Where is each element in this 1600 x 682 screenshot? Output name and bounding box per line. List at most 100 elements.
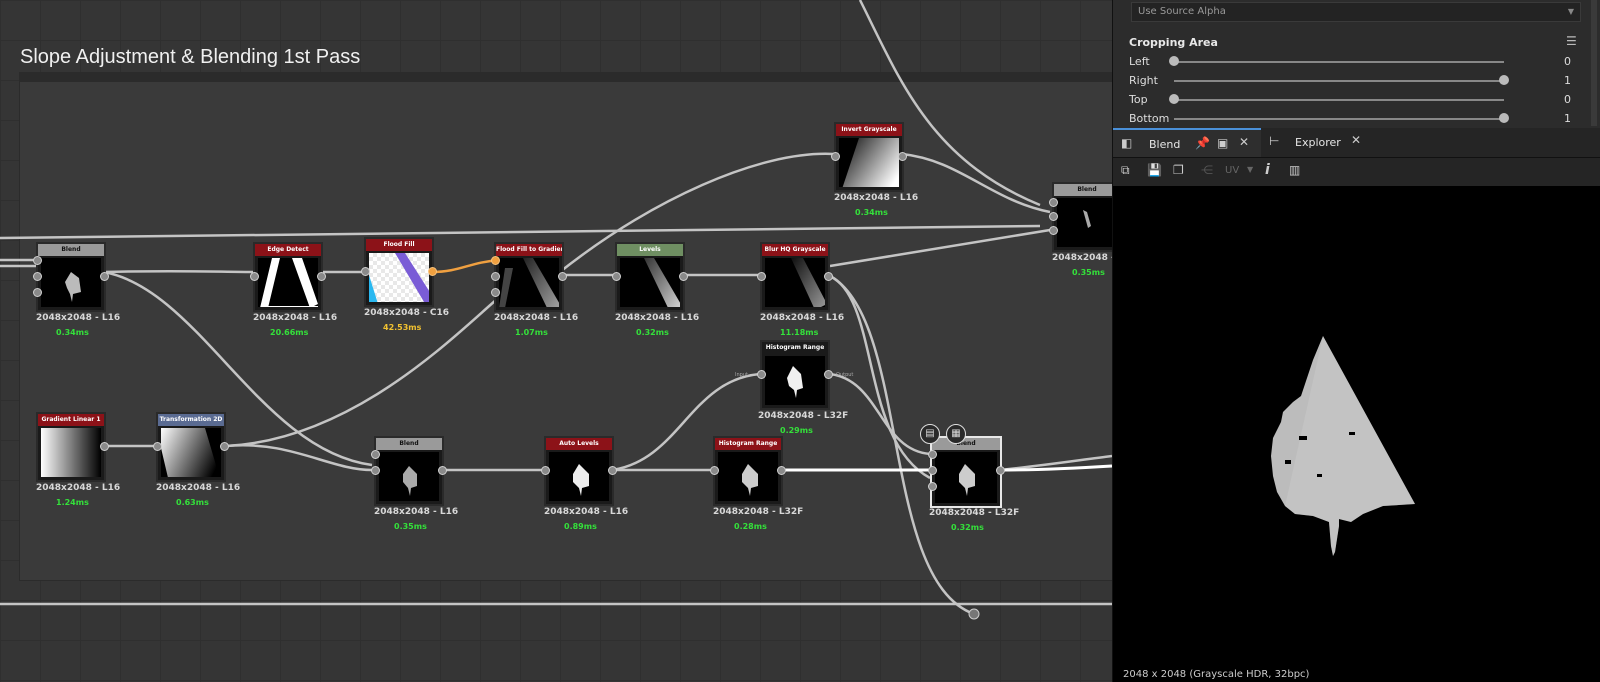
node-input-port[interactable] bbox=[371, 450, 380, 459]
node-input-port[interactable] bbox=[928, 482, 937, 491]
crop-value: 0 bbox=[1564, 93, 1571, 106]
node-output-port[interactable] bbox=[428, 267, 437, 276]
node-resolution: 2048x2048 - L32F bbox=[758, 411, 849, 421]
node-input-port[interactable] bbox=[153, 442, 162, 451]
node-thumbnail bbox=[499, 258, 559, 307]
crop-bottom-slider[interactable] bbox=[1174, 118, 1504, 120]
node-graph-canvas[interactable]: Slope Adjustment & Blending 1st Pass bbox=[0, 0, 1112, 682]
node-blend-selected[interactable]: Blend bbox=[930, 436, 1002, 508]
node-input-port[interactable] bbox=[491, 256, 500, 265]
save-icon[interactable]: 💾 bbox=[1147, 163, 1162, 177]
node-input-port[interactable] bbox=[1049, 198, 1058, 207]
close-icon[interactable]: ✕ bbox=[1351, 133, 1362, 147]
document-icon[interactable]: ▤ bbox=[920, 424, 940, 444]
node-thumbnail bbox=[549, 452, 609, 501]
node-blend[interactable]: Blend bbox=[374, 436, 444, 506]
node-input-port[interactable] bbox=[757, 272, 766, 281]
node-input-port[interactable] bbox=[541, 466, 550, 475]
node-input-port[interactable] bbox=[710, 466, 719, 475]
crop-value: 1 bbox=[1564, 112, 1571, 125]
node-levels[interactable]: Levels bbox=[615, 242, 685, 312]
node-output-port[interactable] bbox=[100, 442, 109, 451]
slider-handle[interactable] bbox=[1169, 56, 1179, 66]
node-input-port[interactable] bbox=[361, 267, 370, 276]
checker-icon[interactable]: ▦ bbox=[946, 424, 966, 444]
crop-left-slider[interactable] bbox=[1174, 61, 1504, 63]
node-time: 0.32ms bbox=[951, 523, 984, 532]
tab-explorer[interactable]: ⊢ Explorer ✕ bbox=[1261, 128, 1371, 157]
node-thumbnail bbox=[765, 258, 825, 307]
node-invert-grayscale[interactable]: Invert Grayscale bbox=[834, 122, 904, 192]
node-title: Blur HQ Grayscale bbox=[762, 244, 828, 256]
node-output-port[interactable] bbox=[898, 152, 907, 161]
copy-icon[interactable]: ❐ bbox=[1173, 163, 1184, 177]
node-input-port[interactable] bbox=[831, 152, 840, 161]
crop-right-slider[interactable] bbox=[1174, 80, 1504, 82]
node-input-port[interactable] bbox=[928, 466, 937, 475]
tab-blend[interactable]: ◧ Blend 📌 ▣ ✕ bbox=[1113, 128, 1261, 157]
alpha-mode-dropdown[interactable]: Use Source Alpha ▼ bbox=[1131, 2, 1581, 22]
node-output-port[interactable] bbox=[824, 272, 833, 281]
node-input-port[interactable] bbox=[33, 288, 42, 297]
maximize-icon[interactable]: ▣ bbox=[1217, 136, 1229, 150]
slider-handle[interactable] bbox=[1499, 113, 1509, 123]
node-title: Blend bbox=[932, 438, 1000, 450]
node-input-port[interactable] bbox=[928, 450, 937, 459]
pin-icon[interactable]: 📌 bbox=[1195, 136, 1210, 150]
node-auto-levels[interactable]: Auto Levels bbox=[544, 436, 614, 506]
share-icon: ⋲ bbox=[1201, 163, 1213, 177]
node-time: 0.34ms bbox=[855, 208, 888, 217]
node-transformation-2d[interactable]: Transformation 2D bbox=[156, 412, 226, 482]
uv-dropdown[interactable]: UV bbox=[1225, 165, 1240, 176]
node-output-port[interactable] bbox=[317, 272, 326, 281]
node-output-port[interactable] bbox=[438, 466, 447, 475]
crop-bottom-row: Bottom 1 bbox=[1129, 112, 1579, 126]
node-input-port[interactable] bbox=[1049, 212, 1058, 221]
node-flood-fill-to-gradient[interactable]: Flood Fill to Gradient bbox=[494, 242, 564, 312]
node-thumbnail bbox=[718, 452, 778, 501]
tree-icon: ⊢ bbox=[1269, 134, 1280, 148]
node-blur-hq-grayscale[interactable]: Blur HQ Grayscale bbox=[760, 242, 830, 312]
node-input-port[interactable] bbox=[491, 272, 500, 281]
node-output-port[interactable] bbox=[679, 272, 688, 281]
node-blend[interactable]: Blend bbox=[36, 242, 106, 312]
properties-scrollbar[interactable] bbox=[1591, 0, 1597, 126]
layout-icon[interactable]: ◧ bbox=[1121, 136, 1133, 150]
node-title: Levels bbox=[617, 244, 683, 256]
image-viewer[interactable]: 2048 x 2048 (Grayscale HDR, 32bpc) bbox=[1113, 186, 1600, 682]
node-output-port[interactable] bbox=[777, 466, 786, 475]
node-resolution: 2048x2048 - L32F bbox=[929, 508, 1020, 518]
close-icon[interactable]: ✕ bbox=[1239, 135, 1250, 149]
crop-top-slider[interactable] bbox=[1174, 99, 1504, 101]
node-input-port[interactable] bbox=[371, 466, 380, 475]
node-input-port[interactable] bbox=[757, 370, 766, 379]
node-input-port[interactable] bbox=[33, 272, 42, 281]
histogram-icon[interactable]: ▥ bbox=[1289, 163, 1301, 177]
node-input-port[interactable] bbox=[33, 256, 42, 265]
node-input-port[interactable] bbox=[491, 288, 500, 297]
menu-icon[interactable]: ☰ bbox=[1566, 34, 1577, 48]
node-histogram-range[interactable]: Histogram Range bbox=[713, 436, 783, 506]
node-output-port[interactable] bbox=[824, 370, 833, 379]
node-resolution: 2048x2048 - L bbox=[1052, 253, 1112, 263]
info-icon[interactable]: i bbox=[1265, 162, 1270, 178]
export-icon[interactable]: ⧉ bbox=[1121, 163, 1130, 177]
node-edge-detect[interactable]: Edge Detect bbox=[253, 242, 323, 312]
slider-handle[interactable] bbox=[1499, 75, 1509, 85]
node-input-port[interactable] bbox=[1049, 226, 1058, 235]
node-output-port[interactable] bbox=[996, 466, 1005, 475]
node-input-port[interactable] bbox=[250, 272, 259, 281]
chevron-down-icon: ▼ bbox=[1567, 7, 1574, 16]
node-gradient-linear[interactable]: Gradient Linear 1 bbox=[36, 412, 106, 482]
node-output-port[interactable] bbox=[100, 272, 109, 281]
node-blend[interactable]: Blend bbox=[1052, 182, 1112, 252]
slider-handle[interactable] bbox=[1169, 94, 1179, 104]
node-output-port[interactable] bbox=[558, 272, 567, 281]
node-histogram-range[interactable]: Histogram Range bbox=[760, 340, 830, 410]
node-output-port[interactable] bbox=[608, 466, 617, 475]
node-output-port[interactable] bbox=[220, 442, 229, 451]
node-input-port[interactable] bbox=[612, 272, 621, 281]
node-thumbnail bbox=[161, 428, 221, 477]
graph-frame-header[interactable] bbox=[19, 72, 1112, 82]
node-flood-fill[interactable]: Flood Fill bbox=[364, 237, 434, 307]
